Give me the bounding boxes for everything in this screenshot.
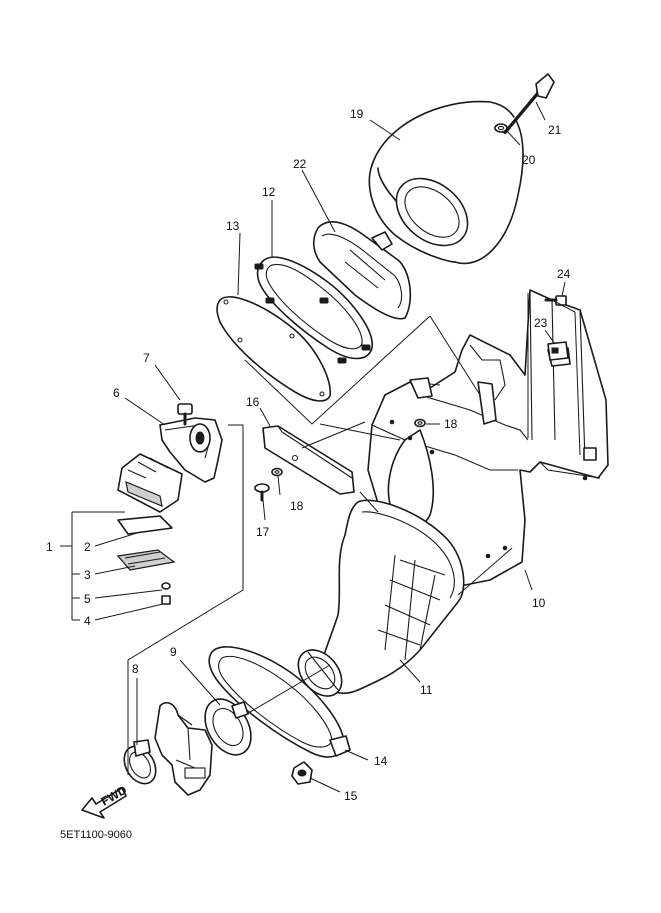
callout-3: 3 — [84, 568, 91, 582]
callout-12: 12 — [262, 185, 276, 199]
reed-stopper — [116, 549, 176, 571]
intake-joint-duct — [297, 499, 465, 697]
reed-screw — [161, 595, 171, 605]
callout-10: 10 — [532, 596, 546, 610]
callout-4: 4 — [84, 614, 91, 628]
filter-guide-holder — [312, 221, 412, 320]
plate-washer — [271, 467, 283, 477]
duct-clamp-nut — [291, 761, 313, 785]
flat-gasket — [216, 296, 331, 402]
reed-petal — [117, 515, 173, 535]
callout-leaders — [60, 101, 566, 793]
callout-5: 5 — [84, 592, 91, 606]
case-clip — [547, 341, 569, 361]
callout-7: 7 — [143, 351, 150, 365]
callout-17: 17 — [256, 525, 270, 539]
reed-manifold — [159, 417, 223, 483]
element-washer — [494, 123, 508, 133]
carburetor-joint — [204, 698, 252, 756]
callout-18-upper: 18 — [444, 417, 458, 431]
callout-1: 1 — [46, 540, 53, 554]
manifold-bolt — [177, 403, 193, 426]
callout-8: 8 — [132, 662, 139, 676]
assembly-outlines — [71, 293, 581, 775]
air-filter-element — [368, 100, 524, 265]
callout-6: 6 — [113, 386, 120, 400]
callout-9: 9 — [170, 645, 177, 659]
callout-labels: 1 2 3 4 5 6 7 8 9 10 11 12 13 14 15 16 1… — [46, 107, 571, 803]
carburetor — [154, 701, 213, 796]
callout-2: 2 — [84, 540, 91, 554]
joint-flange — [208, 646, 351, 758]
callout-21: 21 — [548, 123, 562, 137]
callout-16: 16 — [246, 395, 260, 409]
callout-20: 20 — [522, 153, 536, 167]
cover-plate — [262, 425, 355, 495]
callout-13: 13 — [226, 219, 240, 233]
element-bolt — [503, 73, 555, 134]
reed-washer — [161, 582, 171, 590]
callout-14: 14 — [374, 754, 388, 768]
fwd-arrow-icon: FWD — [81, 783, 130, 819]
callout-15: 15 — [344, 789, 358, 803]
callout-24: 24 — [557, 267, 571, 281]
callout-23: 23 — [534, 316, 548, 330]
carburetor-clamp — [123, 739, 157, 785]
diagram-code: 5ET1100-9060 — [60, 829, 132, 841]
air-box-case — [367, 289, 609, 591]
reed-valve-block — [117, 453, 183, 513]
fwd-label: FWD — [99, 783, 130, 809]
plate-rivet — [254, 483, 270, 502]
case-grommet — [414, 418, 426, 428]
callout-22: 22 — [293, 157, 307, 171]
callout-11: 11 — [420, 683, 433, 697]
filter-gasket-ring — [254, 256, 373, 364]
callout-19: 19 — [350, 107, 364, 121]
callout-18-lower: 18 — [290, 499, 304, 513]
